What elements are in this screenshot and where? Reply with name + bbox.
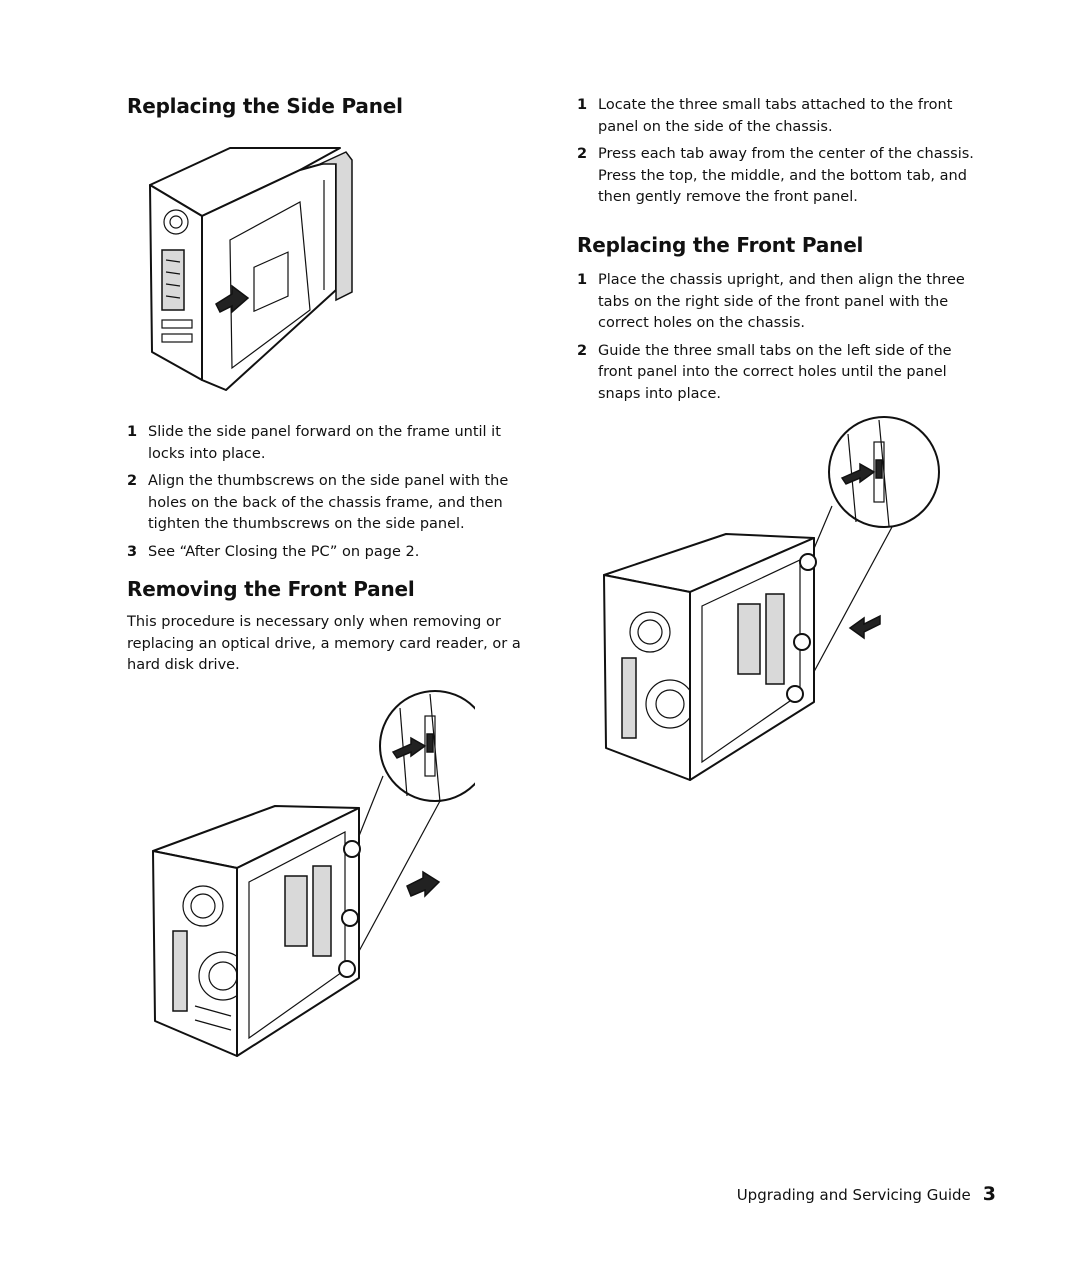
side-panel-illustration — [149, 147, 353, 391]
tab-bottom-icon — [786, 685, 804, 703]
chassis-back — [152, 850, 238, 1057]
fan-icon — [163, 209, 189, 235]
step-text: Align the thumbscrews on the side panel … — [148, 473, 509, 532]
heading-removing-front-panel: Removing the Front Panel — [127, 577, 415, 601]
side-panel-steps: 1 Slide the side panel forward on the fr… — [127, 422, 527, 569]
heading-replacing-front-panel: Replacing the Front Panel — [577, 233, 864, 257]
arrow-icon — [840, 462, 876, 485]
step-number: 1 — [577, 272, 588, 288]
port-panel — [161, 249, 185, 311]
step-number: 2 — [577, 146, 588, 162]
replacing-front-panel-illustration — [603, 416, 940, 781]
step-text: Press each tab away from the center of t… — [598, 146, 974, 205]
chassis-back — [603, 574, 691, 781]
step-number: 1 — [577, 97, 588, 113]
tab-icon — [426, 733, 434, 753]
list-item: 1 Slide the side panel forward on the fr… — [127, 422, 527, 465]
drive-bay — [284, 875, 308, 947]
tab-bottom-icon — [338, 960, 356, 978]
step-text: Locate the three small tabs attached to … — [598, 97, 953, 135]
list-item: 1 Locate the three small tabs attached t… — [577, 95, 992, 138]
step-text: Place the chassis upright, and then alig… — [598, 272, 965, 331]
guide-title: Upgrading and Servicing Guide — [736, 1186, 971, 1204]
list-item: 2 Press each tab away from the center of… — [577, 144, 992, 209]
removing-front-panel-paragraph: This procedure is necessary only when re… — [127, 614, 521, 673]
port-panel — [621, 657, 637, 739]
arrow-icon — [391, 736, 427, 759]
tab-top-icon — [343, 840, 361, 858]
list-item: 2 Guide the three small tabs on the left… — [577, 341, 987, 406]
step-number: 3 — [127, 543, 138, 560]
list-item: 3 See “After Closing the PC” on page 2. — [127, 542, 527, 564]
fan-icon — [182, 885, 224, 927]
removing-front-steps: 1 Locate the three small tabs attached t… — [577, 95, 992, 215]
heading-replacing-side-panel: Replacing the Side Panel — [127, 94, 403, 118]
page-footer: Upgrading and Servicing Guide 3 — [737, 1183, 996, 1205]
replacing-front-steps: 1 Place the chassis upright, and then al… — [577, 270, 987, 411]
step-number: 1 — [127, 424, 138, 440]
arrow-icon — [406, 870, 441, 898]
step-number: 2 — [127, 473, 138, 489]
step-text: Slide the side panel forward on the fram… — [148, 424, 501, 462]
step-text: See “After Closing the PC” on page 2. — [148, 543, 420, 560]
tab-middle-icon — [341, 909, 359, 927]
tab-icon — [875, 459, 883, 479]
fan-icon — [629, 611, 671, 653]
arrow-icon — [215, 284, 250, 314]
tab-middle-icon — [793, 633, 811, 651]
drive-bay — [737, 603, 761, 675]
front-panel-edge — [319, 151, 353, 302]
page-number: 3 — [982, 1183, 996, 1205]
tab-top-icon — [799, 553, 817, 571]
step-number: 2 — [577, 342, 588, 359]
port-panel — [172, 930, 188, 1012]
arrow-icon — [848, 614, 881, 640]
list-item: 1 Place the chassis upright, and then al… — [577, 270, 987, 335]
removing-front-panel-illustration — [152, 690, 475, 1057]
list-item: 2 Align the thumbscrews on the side pane… — [127, 471, 527, 536]
step-text: Guide the three small tabs on the left s… — [598, 342, 952, 402]
